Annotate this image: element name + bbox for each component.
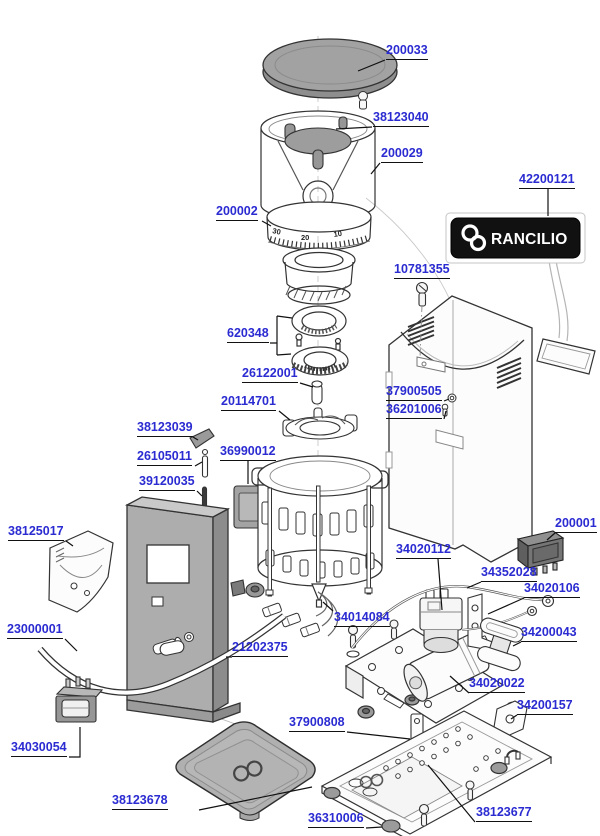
part-link-20114701[interactable]: 20114701 (221, 395, 276, 411)
doser-chute (48, 530, 114, 613)
svg-text:30: 30 (272, 226, 282, 237)
leader-lines (64, 59, 556, 829)
part-link-39120035[interactable]: 39120035 (139, 475, 195, 491)
drive-pin (311, 380, 323, 405)
rocker-switch (55, 676, 104, 723)
base-screws (418, 749, 521, 827)
part-link-36201006[interactable]: 36201006 (386, 403, 442, 419)
part-link-200029[interactable]: 200029 (381, 147, 423, 163)
rancilio-logo-icon (233, 760, 263, 782)
part-link-34200157[interactable]: 34200157 (517, 699, 573, 715)
part-link-26122001[interactable]: 26122001 (242, 367, 298, 383)
rancilio-badge-text: RANCILIO (491, 231, 568, 248)
power-switch (516, 530, 565, 576)
burr-rings (291, 305, 349, 376)
part-link-21202375[interactable]: 21202375 (232, 641, 288, 657)
rubber-foot (381, 819, 401, 833)
pin-ball (201, 448, 209, 456)
hopper-inner-disc (284, 116, 352, 170)
part-link-34020106[interactable]: 34020106 (524, 582, 580, 598)
part-link-38123039[interactable]: 38123039 (137, 421, 193, 437)
upper-bearing-plate (282, 407, 358, 440)
svg-text:10: 10 (333, 229, 343, 239)
part-link-38123678[interactable]: 38123678 (112, 794, 168, 810)
part-link-34200043[interactable]: 34200043 (521, 626, 577, 642)
body-column (124, 496, 241, 723)
part-link-10781355[interactable]: 10781355 (394, 263, 450, 279)
part-link-38125017[interactable]: 38125017 (8, 525, 64, 541)
spade-connectors (262, 591, 339, 638)
part-link-26105011[interactable]: 26105011 (137, 450, 192, 466)
case-screw (415, 281, 429, 307)
cable-clamp (477, 617, 524, 672)
pivot-bracket (493, 700, 528, 738)
lid-screw (358, 91, 368, 110)
part-link-200033[interactable]: 200033 (386, 44, 428, 60)
drip-tray (175, 721, 316, 821)
left-small-parts (189, 428, 271, 530)
part-link-34352028[interactable]: 34352028 (481, 566, 537, 582)
part-link-37900505[interactable]: 37900505 (386, 385, 442, 401)
rancilio-badge: RANCILIO (445, 212, 586, 264)
rancilio-logo-icon (359, 773, 384, 789)
part-link-37900808[interactable]: 37900808 (289, 716, 345, 732)
hopper-lid (262, 38, 398, 99)
motor-tie-rods (265, 485, 373, 597)
wedge-part (189, 428, 215, 449)
dispense-tube (37, 613, 286, 696)
vent-slots-right (496, 357, 522, 389)
motor (251, 455, 389, 608)
part-link-200002[interactable]: 200002 (216, 205, 258, 221)
spring-pin (201, 455, 209, 478)
part-link-38123677[interactable]: 38123677 (476, 806, 532, 822)
timer-device (419, 588, 463, 654)
part-link-34014084[interactable]: 34014084 (334, 611, 390, 627)
part-link-34020022[interactable]: 34020022 (469, 677, 525, 693)
mount-screws (346, 619, 399, 658)
part-link-42200121[interactable]: 42200121 (519, 173, 575, 189)
threaded-collar (282, 247, 356, 305)
part-link-38123040[interactable]: 38123040 (373, 111, 429, 127)
grind-adjust-dial: 30 20 10 (266, 201, 372, 251)
part-link-200001[interactable]: 200001 (555, 517, 597, 533)
part-link-34020112[interactable]: 34020112 (396, 543, 451, 559)
part-link-34030054[interactable]: 34030054 (11, 741, 67, 757)
part-link-23000001[interactable]: 23000001 (7, 623, 63, 639)
part-link-620348[interactable]: 620348 (227, 327, 269, 343)
part-link-36310006[interactable]: 36310006 (308, 812, 364, 828)
base-holes (383, 726, 501, 779)
badge-plate (536, 338, 596, 375)
rancilio-logo-icon (461, 224, 487, 252)
svg-text:20: 20 (301, 233, 309, 242)
part-link-36990012[interactable]: 36990012 (220, 445, 276, 461)
motor-mount-grommet (230, 579, 265, 598)
rear-case (385, 295, 533, 563)
